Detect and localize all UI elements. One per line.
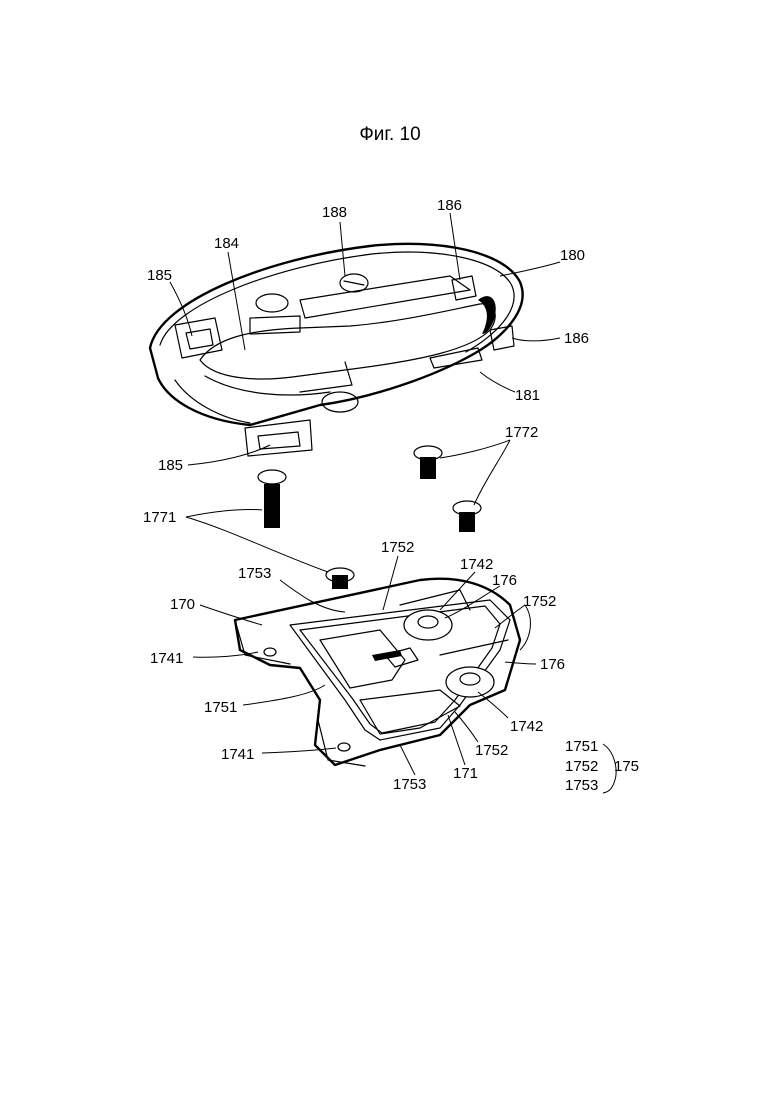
label-188: 188	[322, 204, 347, 221]
screws-1771-1772	[258, 446, 481, 589]
label-1753-bottom: 1753	[393, 776, 426, 793]
label-1742-top: 1742	[460, 556, 493, 573]
label-1751: 1751	[204, 699, 237, 716]
label-1741-bottom: 1741	[221, 746, 254, 763]
label-1771: 1771	[143, 509, 176, 526]
legend-1751: 1751	[565, 738, 598, 755]
upper-cover-180	[150, 244, 523, 456]
label-1752-right: 1752	[523, 593, 556, 610]
legend-1752: 1752	[565, 758, 598, 775]
legend-175: 175	[614, 758, 639, 775]
label-170: 170	[170, 596, 195, 613]
label-180: 180	[560, 247, 585, 264]
label-1772: 1772	[505, 424, 538, 441]
label-185-top: 185	[147, 267, 172, 284]
label-185-bottom: 185	[158, 457, 183, 474]
label-186-right: 186	[564, 330, 589, 347]
legend-1753: 1753	[565, 777, 598, 794]
label-184: 184	[214, 235, 239, 252]
lower-base-170	[235, 579, 520, 766]
label-181: 181	[515, 387, 540, 404]
label-1741-left: 1741	[150, 650, 183, 667]
label-186-top: 186	[437, 197, 462, 214]
label-1752-bottom: 1752	[475, 742, 508, 759]
label-176-top: 176	[492, 572, 517, 589]
label-1752-top: 1752	[381, 539, 414, 556]
label-1742-bottom: 1742	[510, 718, 543, 735]
label-1753-top: 1753	[238, 565, 271, 582]
label-171: 171	[453, 765, 478, 782]
label-176-right: 176	[540, 656, 565, 673]
